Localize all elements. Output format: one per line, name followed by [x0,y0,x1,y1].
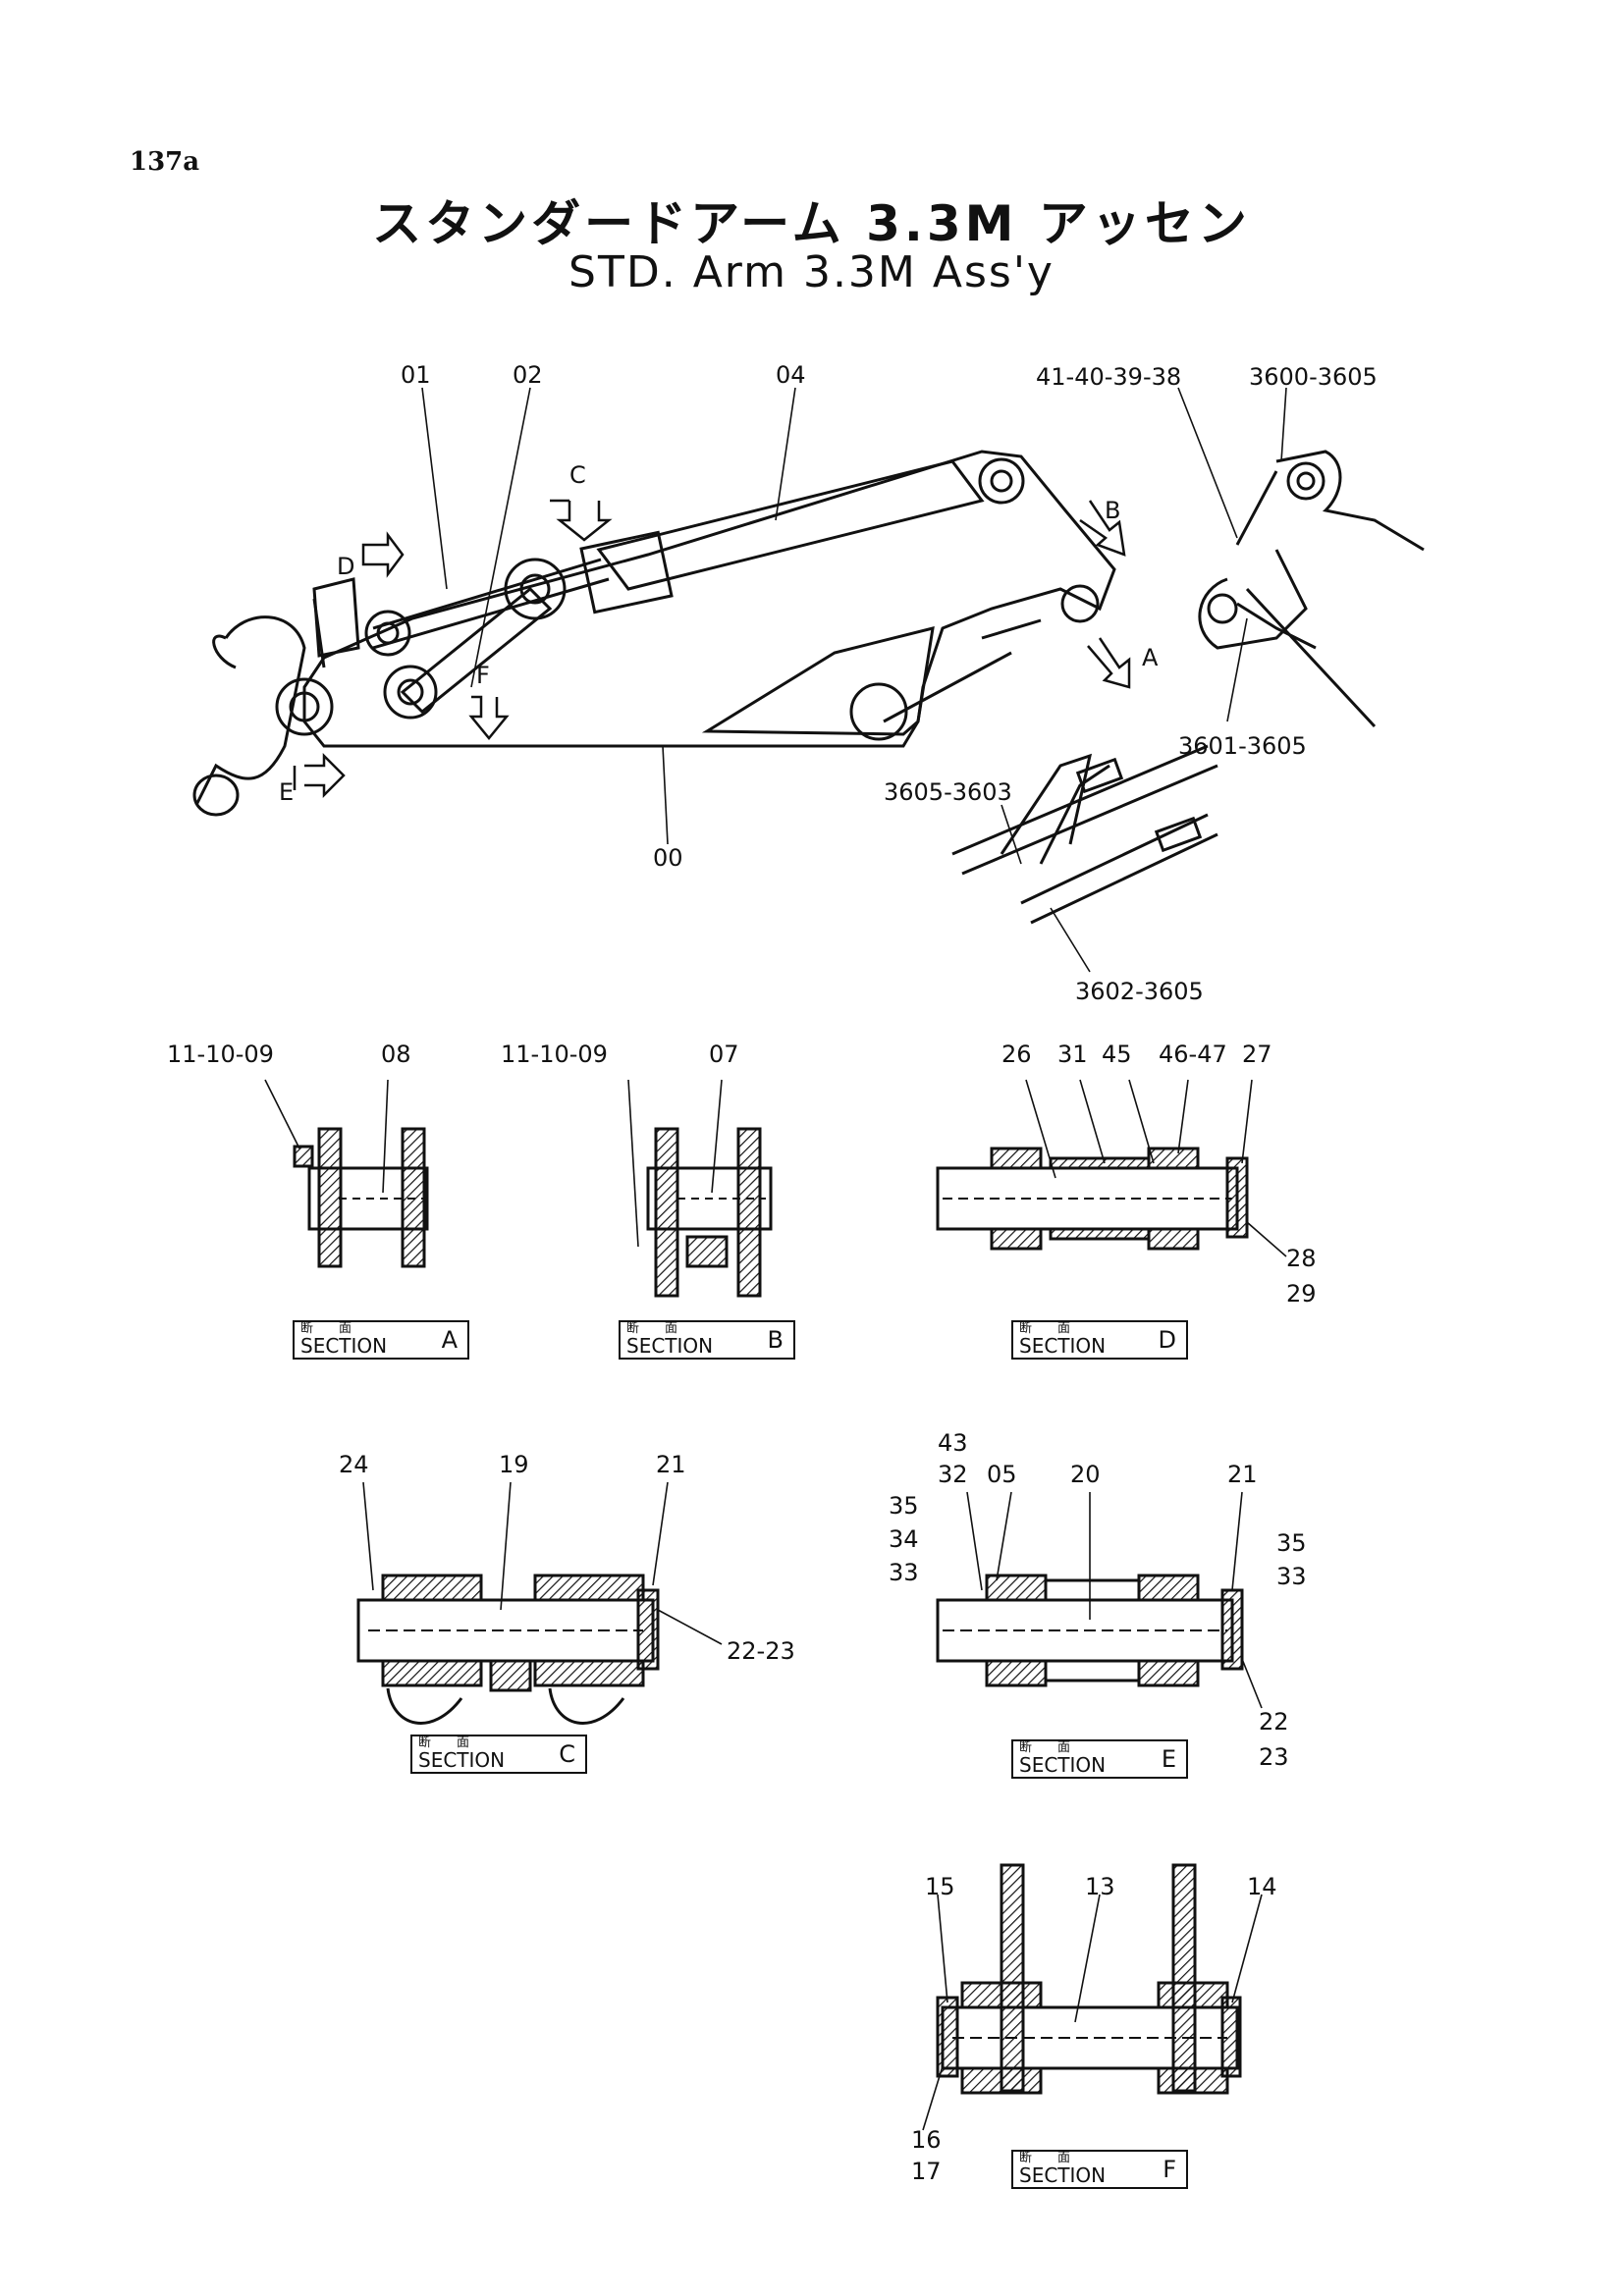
section-f-label-16: 16 [911,2126,942,2154]
label-arrow-f: F [476,662,490,689]
label-arrow-b: B [1105,497,1121,524]
section-e-box: 断面 SECTION E [1011,1739,1188,1779]
section-d-box: 断面 SECTION D [1011,1320,1188,1360]
section-d-label-28: 28 [1286,1245,1317,1272]
section-f-label-15: 15 [925,1873,955,1900]
section-word: SECTION [300,1334,388,1358]
section-a-box: 断面 SECTION A [293,1320,469,1360]
label-part-04: 04 [776,361,806,389]
section-word: SECTION [1019,1334,1107,1358]
section-d-label-45: 45 [1102,1041,1132,1068]
section-c-box: 断面 SECTION C [410,1735,587,1774]
section-c-label-21: 21 [656,1451,686,1478]
section-kanji: 断面 [300,1321,378,1336]
label-part-02: 02 [513,361,543,389]
section-f-label-17: 17 [911,2158,942,2185]
section-c-label-24: 24 [339,1451,369,1478]
label-3601-3605: 3601-3605 [1178,732,1307,760]
label-part-00: 00 [653,844,683,872]
section-c-label-19: 19 [499,1451,529,1478]
section-e-label-20: 20 [1070,1461,1101,1488]
section-e-label-43: 43 [938,1429,968,1457]
section-c-drawing [356,1481,723,1725]
section-d-drawing [936,1079,1287,1257]
section-kanji: 断面 [1019,2151,1097,2165]
section-d-label-27: 27 [1242,1041,1272,1068]
section-kanji: 断面 [1019,1740,1097,1755]
arm-assembly [192,450,1116,817]
leader-lines [421,387,1287,973]
section-e-label-34: 34 [889,1525,919,1553]
section-e-label-33b: 33 [1276,1563,1307,1590]
section-kanji: 断面 [1019,1321,1097,1336]
section-e-label-35b: 35 [1276,1529,1307,1557]
label-3600-3605: 3600-3605 [1249,363,1378,391]
section-kanji: 断面 [418,1735,496,1750]
section-f-label-14: 14 [1247,1873,1277,1900]
section-letter: F [1163,2156,1176,2183]
section-word: SECTION [626,1334,714,1358]
label-3605-3603: 3605-3603 [884,778,1012,806]
section-word: SECTION [1019,1753,1107,1777]
section-letter: E [1161,1745,1176,1773]
section-d-label-29: 29 [1286,1280,1317,1308]
page-number: 137a [130,147,200,177]
section-letter: C [559,1740,575,1768]
bucket-detail [1198,450,1425,728]
section-e-label-33a: 33 [889,1559,919,1586]
section-e-label-23: 23 [1259,1743,1289,1771]
title-japanese: スタンダードアーム 3.3M アッセン [372,195,1251,252]
section-f-drawing [922,1863,1263,2131]
side-cutter-detail [951,744,1218,925]
section-c-label-22-23: 22-23 [727,1637,795,1665]
section-word: SECTION [418,1748,506,1772]
section-arrows [293,499,1131,799]
label-arrow-e: E [279,778,295,806]
label-arrow-d: D [337,553,355,580]
section-d-label-46-47: 46-47 [1159,1041,1227,1068]
section-a-drawing [264,1079,429,1268]
section-e-label-35a: 35 [889,1492,919,1520]
section-d-label-31: 31 [1057,1041,1088,1068]
section-e-label-21: 21 [1227,1461,1258,1488]
section-a-label-2: 08 [381,1041,411,1068]
section-f-label-13: 13 [1085,1873,1115,1900]
title-english: STD. Arm 3.3M Ass'y [568,247,1055,297]
section-letter: B [767,1326,784,1354]
section-e-label-22: 22 [1259,1708,1289,1735]
label-3602-3605: 3602-3605 [1075,978,1204,1005]
section-kanji: 断面 [626,1321,704,1336]
section-f-box: 断面 SECTION F [1011,2150,1188,2189]
section-d-label-26: 26 [1001,1041,1032,1068]
section-b-label-2: 07 [709,1041,739,1068]
section-b-label-1: 11-10-09 [501,1041,608,1068]
label-arrow-a: A [1142,644,1159,671]
label-arrow-c: C [569,461,586,489]
label-41-40-39-38: 41-40-39-38 [1036,363,1182,391]
label-part-01: 01 [401,361,431,389]
section-a-label-1: 11-10-09 [167,1041,274,1068]
section-letter: D [1158,1326,1176,1354]
section-letter: A [441,1326,458,1354]
section-e-label-32: 32 [938,1461,968,1488]
section-b-drawing [627,1079,773,1298]
section-e-drawing [936,1491,1263,1709]
section-e-label-05: 05 [987,1461,1017,1488]
section-b-box: 断面 SECTION B [619,1320,795,1360]
section-word: SECTION [1019,2163,1107,2187]
